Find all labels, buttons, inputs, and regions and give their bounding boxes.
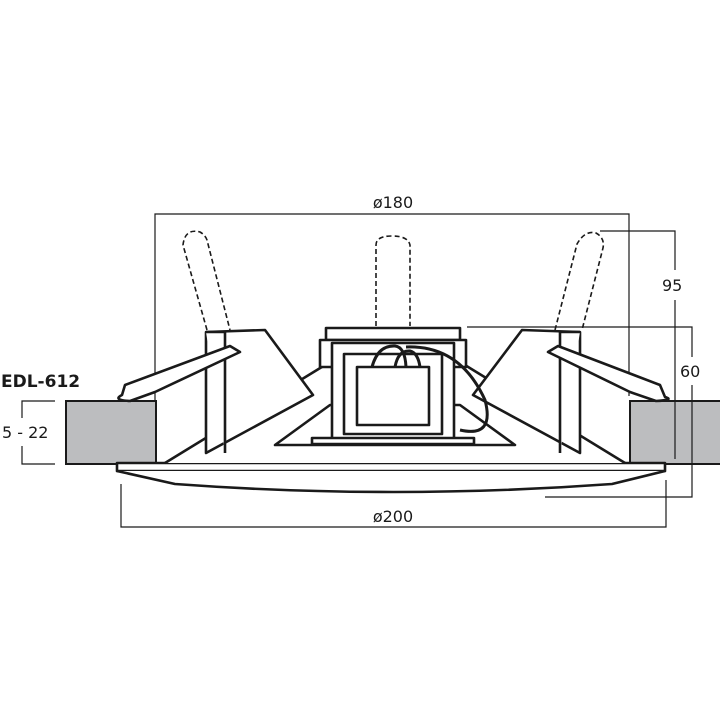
- dimension-200: ø200: [120, 480, 667, 528]
- height-total-label: 95: [662, 276, 682, 295]
- dimension-ceiling-thickness: 5 - 22: [2, 400, 55, 465]
- ceiling-thickness-label: 5 - 22: [2, 423, 48, 442]
- model-label: EDL-612: [1, 372, 80, 392]
- dimension-60: 60: [467, 326, 700, 498]
- bottom-diameter-label: ø200: [373, 507, 413, 526]
- top-diameter-label: ø180: [373, 193, 413, 212]
- dimension-95: 95: [600, 230, 682, 459]
- clip-swing-outline: [182, 230, 605, 331]
- speaker-body: [115, 326, 670, 494]
- ceiling-left: [65, 400, 157, 465]
- dimension-180: [154, 213, 630, 400]
- height-body-label: 60: [680, 362, 700, 381]
